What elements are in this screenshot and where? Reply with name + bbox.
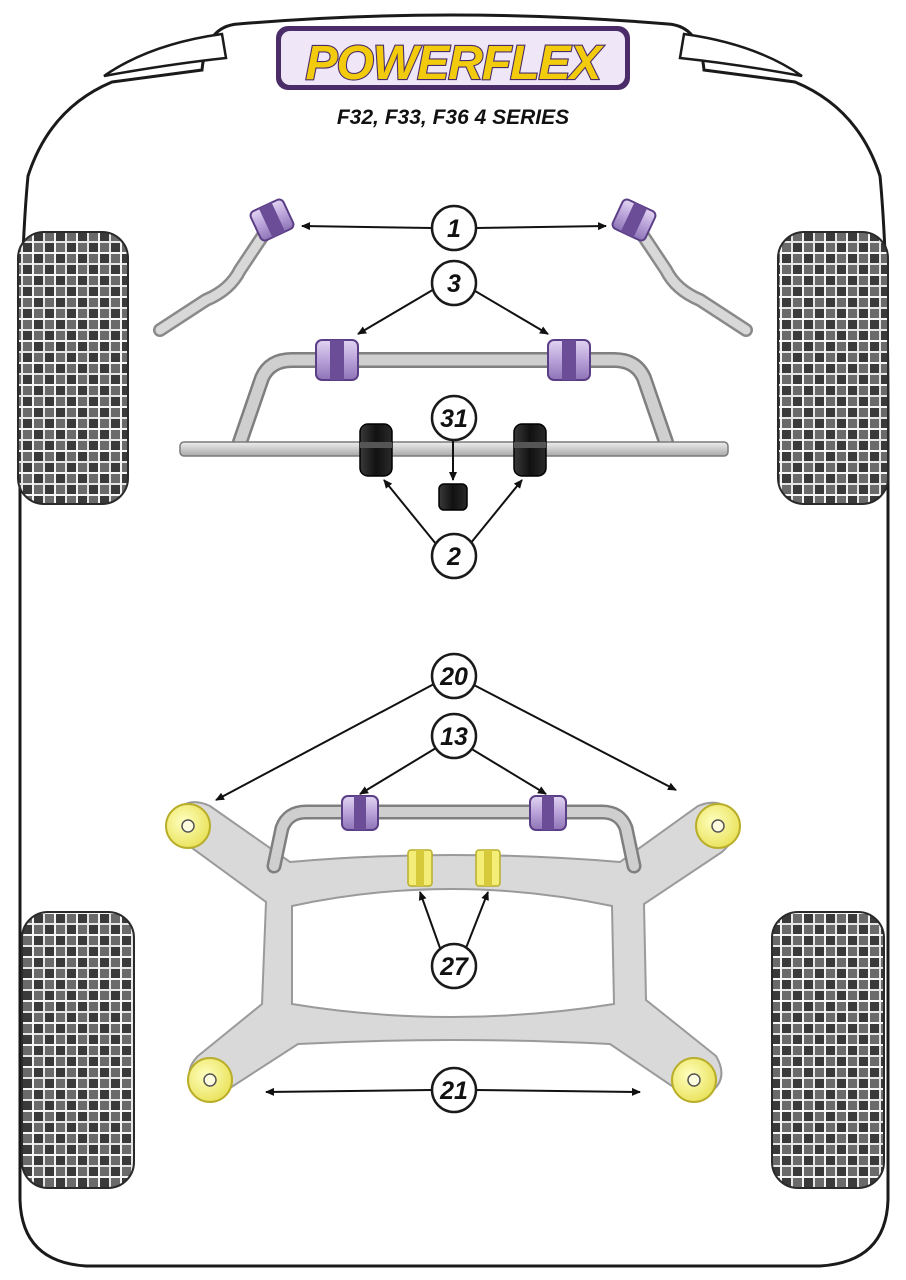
- front-left-drop-link-bush: [249, 198, 295, 242]
- subframe-mount-front-right: [695, 803, 741, 849]
- arrow-1-left: [301, 222, 433, 231]
- model-subtitle: F32, F33, F36 4 SERIES: [337, 106, 569, 129]
- front-arb-bush-left: [315, 339, 359, 381]
- callout-20[interactable]: 20: [430, 652, 478, 700]
- front-arb-bush-right: [547, 339, 591, 381]
- arrow-21-right: [475, 1087, 641, 1096]
- arrow-13-left: [359, 747, 437, 795]
- arrow-2-right: [469, 479, 523, 545]
- callout-31[interactable]: 31: [430, 394, 478, 442]
- callout-3[interactable]: 3: [430, 259, 478, 307]
- callout-27-label: 27: [439, 953, 469, 981]
- callout-13-label: 13: [440, 723, 468, 751]
- subframe-mount-rear-right: [671, 1057, 717, 1103]
- arrow-3-left: [357, 287, 437, 335]
- rear-arb-bush-left: [341, 795, 379, 831]
- arrow-21-left: [265, 1087, 433, 1096]
- front-wishbone-bush-left: [359, 423, 393, 477]
- powerflex-logo: POWERFLEX: [276, 26, 630, 91]
- callout-20-label: 20: [439, 663, 468, 691]
- callout-2-label: 2: [446, 543, 461, 571]
- front-wishbone-bush-right: [513, 423, 547, 477]
- car-body-outline: [18, 13, 890, 1268]
- callout-1-label: 1: [447, 215, 461, 243]
- arrow-20-left: [215, 683, 435, 801]
- subframe-mount-front-left: [165, 803, 211, 849]
- callout-21-label: 21: [439, 1077, 468, 1105]
- arrow-20-right: [471, 683, 677, 791]
- subframe-insert-right: [475, 849, 501, 887]
- callout-21[interactable]: 21: [430, 1066, 478, 1114]
- arrow-27-right: [465, 891, 489, 949]
- callout-1[interactable]: 1: [430, 204, 478, 252]
- left-mirror: [103, 32, 228, 78]
- rear-right-wheel: [771, 911, 885, 1189]
- arrow-2-left: [383, 479, 437, 545]
- callout-2[interactable]: 2: [430, 532, 478, 580]
- arrow-3-right: [469, 287, 549, 335]
- arrow-13-right: [469, 747, 547, 795]
- arrow-27-left: [418, 891, 441, 949]
- subframe-insert-left: [407, 849, 433, 887]
- arrow-1-right: [475, 222, 607, 231]
- front-left-wheel: [17, 231, 129, 505]
- rear-arb-bush-right: [529, 795, 567, 831]
- logo-text: POWERFLEX: [305, 37, 604, 90]
- subframe-mount-rear-left: [187, 1057, 233, 1103]
- callout-27[interactable]: 27: [430, 942, 478, 990]
- small-insert-bush: [438, 483, 468, 511]
- callout-31-label: 31: [440, 405, 468, 433]
- front-right-drop-link-bush: [611, 198, 657, 242]
- front-right-wheel: [777, 231, 889, 505]
- callout-13[interactable]: 13: [430, 712, 478, 760]
- callout-3-label: 3: [447, 270, 461, 298]
- rear-left-wheel: [21, 911, 135, 1189]
- right-mirror: [678, 32, 803, 78]
